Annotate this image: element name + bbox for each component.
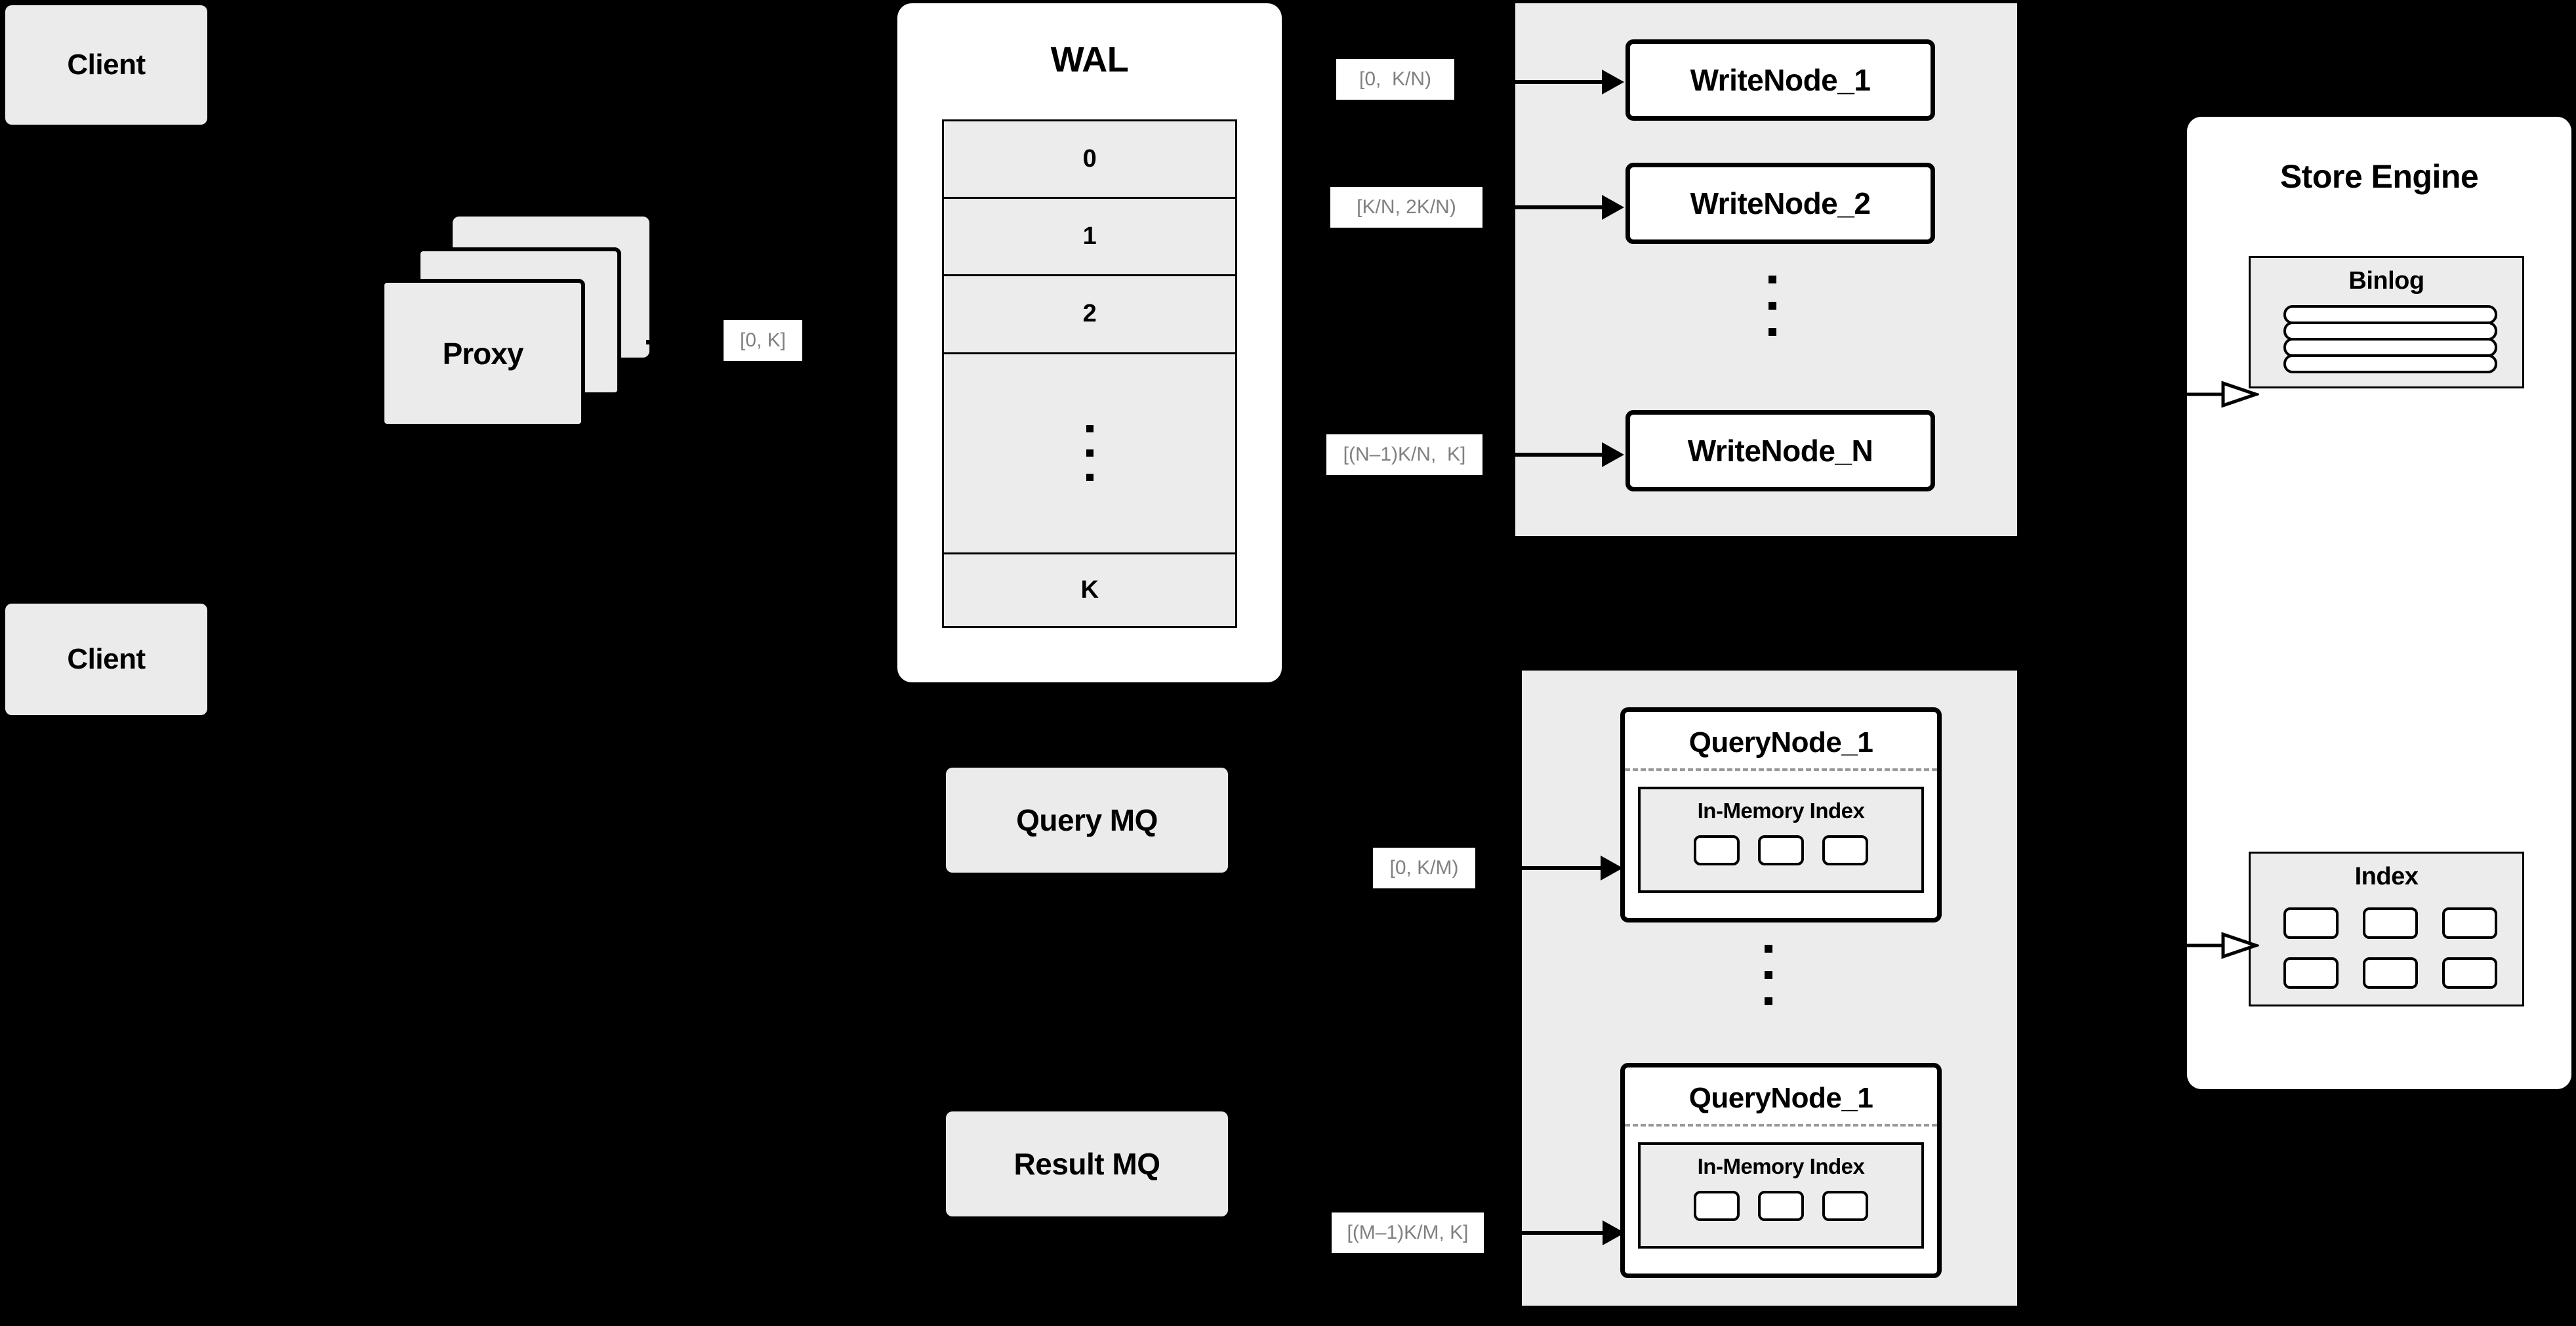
write-node-2-range-label: [K/N, 2K/N) [1330, 187, 1482, 228]
query-node-ellipsis [1765, 945, 1772, 1005]
binlog-bars [2283, 305, 2497, 373]
proxy-card-front[interactable]: Proxy [380, 279, 585, 428]
ellipsis-dot [1768, 302, 1776, 310]
client-label-1: Client [67, 49, 146, 81]
ellipsis-dot [1086, 425, 1094, 433]
arrow-to-binlog [2187, 379, 2259, 409]
write-node-n-range-label: [(N–1)K/N, K] [1326, 434, 1482, 475]
proxy-range-label: [0, K] [724, 320, 802, 361]
arrow-to-write-node-2 [1484, 195, 1625, 220]
store-engine-panel: Store Engine Binlog Index [2187, 117, 2571, 1089]
write-node-1-label: WriteNode_1 [1690, 63, 1871, 97]
index-tile [1758, 835, 1804, 865]
index-tile [2363, 907, 2418, 939]
index-tile [2363, 957, 2418, 989]
binlog-title: Binlog [2348, 267, 2424, 295]
index-panel: Index [2249, 852, 2524, 1006]
query-node-m-range-label: [(M–1)K/M, K] [1332, 1212, 1484, 1253]
index-tile [2442, 957, 2497, 989]
result-mq-box[interactable]: Result MQ [946, 1111, 1228, 1216]
store-engine-title: Store Engine [2280, 158, 2479, 195]
wal-row-0: 0 [944, 121, 1235, 199]
ellipsis-dot [1765, 971, 1772, 979]
arrow-to-write-node-1 [1475, 70, 1624, 94]
write-node-1-range-label: [0, K/N) [1336, 59, 1454, 100]
proxy-stack[interactable]: Proxy [380, 217, 682, 428]
query-node-1-index-title: In-Memory Index [1697, 798, 1865, 823]
proxy-wal-connector [646, 340, 669, 344]
write-node-ellipsis [1768, 276, 1776, 336]
query-node-1[interactable]: QueryNode_1 In-Memory Index [1620, 707, 1942, 922]
wal-title: WAL [1050, 40, 1129, 79]
index-tile [1758, 1191, 1804, 1221]
index-tiles [2283, 907, 2497, 989]
wal-table: 0 1 2 K [942, 119, 1237, 628]
query-node-m-index-title: In-Memory Index [1697, 1154, 1865, 1178]
query-node-m-label: QueryNode_1 [1688, 1082, 1873, 1114]
ellipsis-dot [1765, 997, 1772, 1005]
result-mq-label: Result MQ [1013, 1147, 1160, 1181]
write-node-1[interactable]: WriteNode_1 [1625, 39, 1935, 121]
arrow-to-query-node-1 [1481, 856, 1624, 881]
query-node-1-separator [1625, 768, 1937, 771]
query-node-1-label: QueryNode_1 [1688, 726, 1873, 758]
binlog-panel: Binlog [2249, 256, 2524, 388]
index-tile [2283, 907, 2339, 939]
index-tile [1694, 1191, 1740, 1221]
query-mq-box[interactable]: Query MQ [946, 768, 1228, 873]
query-node-1-in-memory-index: In-Memory Index [1638, 787, 1924, 893]
wal-row-last: K [944, 554, 1235, 626]
arrow-to-query-node-m [1485, 1220, 1626, 1245]
wal-row-ellipsis [944, 354, 1235, 554]
wal-row-2: 2 [944, 276, 1235, 354]
index-tile [1694, 835, 1740, 865]
index-tile [2442, 907, 2497, 939]
proxy-label: Proxy [442, 336, 524, 371]
index-tile [1822, 1191, 1868, 1221]
index-tile [1822, 835, 1868, 865]
write-node-2-label: WriteNode_2 [1690, 186, 1871, 220]
query-node-1-range-label: [0, K/M) [1373, 848, 1475, 888]
ellipsis-dot [1086, 449, 1094, 457]
index-title: Index [2354, 863, 2419, 890]
query-node-m-in-memory-index: In-Memory Index [1638, 1142, 1924, 1249]
write-node-2[interactable]: WriteNode_2 [1625, 163, 1935, 244]
ellipsis-dot [1768, 276, 1776, 283]
ellipsis-dot [1768, 328, 1776, 336]
query-node-m[interactable]: QueryNode_1 In-Memory Index [1620, 1063, 1942, 1278]
query-node-m-separator [1625, 1124, 1937, 1127]
write-node-n-label: WriteNode_N [1687, 434, 1873, 468]
wal-panel: WAL 0 1 2 K [897, 3, 1282, 682]
write-node-n[interactable]: WriteNode_N [1625, 410, 1935, 491]
proxy-range-text: [0, K] [739, 329, 787, 351]
wal-row-1: 1 [944, 199, 1235, 277]
client-box-1[interactable]: Client [5, 5, 207, 125]
binlog-bar [2283, 354, 2497, 373]
arrow-to-write-node-n [1484, 442, 1625, 467]
client-label-2: Client [67, 643, 146, 675]
query-mq-label: Query MQ [1016, 803, 1158, 837]
arrow-to-index [2187, 930, 2259, 961]
ellipsis-dot [1765, 945, 1772, 953]
ellipsis-dot [1086, 474, 1094, 482]
client-box-2[interactable]: Client [5, 604, 207, 715]
index-tile [2283, 957, 2339, 989]
